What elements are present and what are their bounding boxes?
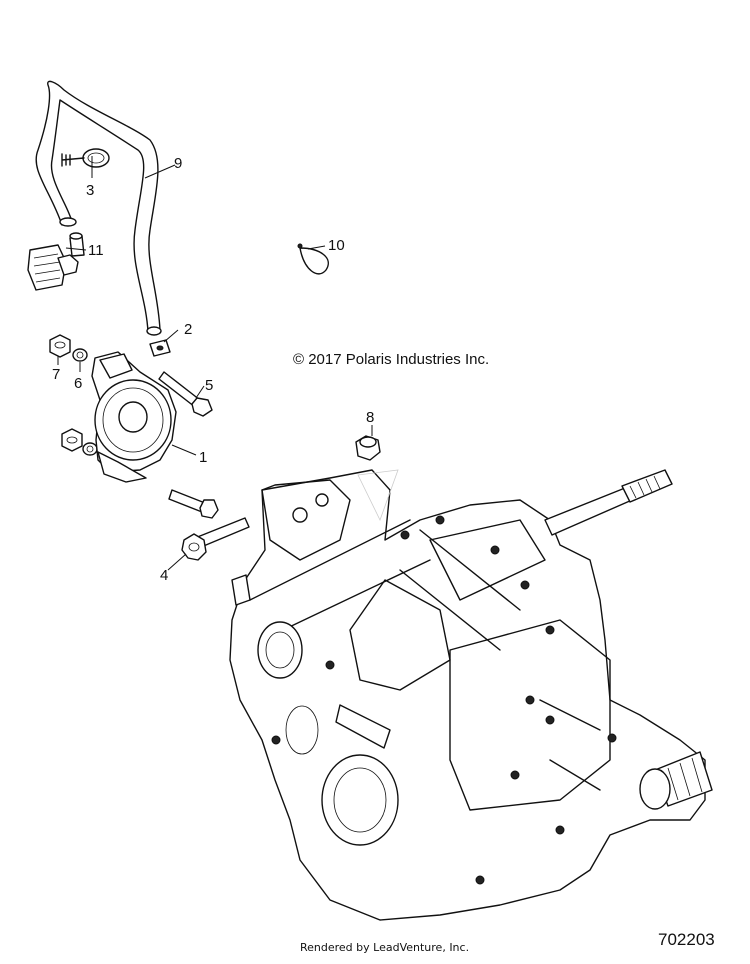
callout-6: 6 xyxy=(74,375,83,392)
callout-9: 9 xyxy=(174,155,183,172)
callout-10: 10 xyxy=(328,237,345,254)
figure-number: 702203 xyxy=(658,930,715,949)
bolt-5[interactable] xyxy=(158,371,213,417)
washer-top[interactable] xyxy=(72,348,88,362)
transmission[interactable] xyxy=(229,469,713,921)
callout-4: 4 xyxy=(160,567,169,584)
hose-clamp[interactable] xyxy=(61,148,110,168)
callout-2: 2 xyxy=(184,321,193,338)
speed-sensor[interactable] xyxy=(91,351,177,483)
callout-1: 1 xyxy=(199,449,208,466)
nut-top[interactable] xyxy=(49,334,71,358)
hose[interactable] xyxy=(35,80,162,336)
copyright-notice: © 2017 Polaris Industries Inc. xyxy=(293,351,490,368)
nut-bottom[interactable] xyxy=(61,428,83,452)
bolt-4-upper[interactable] xyxy=(168,489,219,519)
callout-11: 11 xyxy=(88,242,104,259)
washer-bottom[interactable] xyxy=(82,442,98,456)
breather-fitting[interactable] xyxy=(27,232,85,291)
callout-7: 7 xyxy=(52,366,61,383)
footer-credit: Rendered by LeadVenture, Inc. xyxy=(300,941,470,954)
cable-tie[interactable] xyxy=(297,243,329,275)
plug[interactable] xyxy=(355,435,381,461)
leader-lines xyxy=(57,156,373,571)
callout-3: 3 xyxy=(86,182,95,199)
callout-5: 5 xyxy=(205,377,214,394)
cap-fitting[interactable] xyxy=(149,339,171,357)
bolt-4-lower[interactable] xyxy=(181,517,250,561)
callout-8: 8 xyxy=(366,409,375,426)
